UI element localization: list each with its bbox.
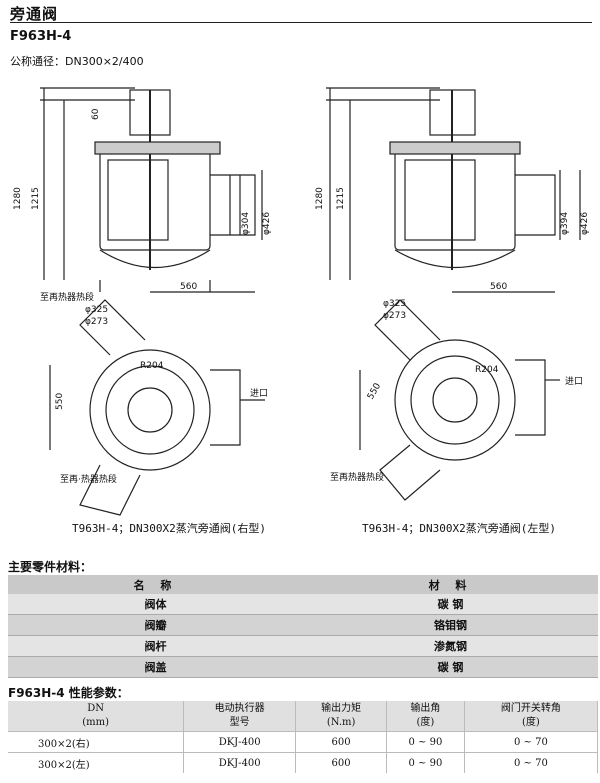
part-name: 阀杆 — [8, 635, 303, 657]
left-label-to-reheater-2: 至再·热器热段 — [60, 473, 117, 485]
left-label-to-reheater-1: 至再热器热段 — [40, 291, 94, 303]
part-name: 阀体 — [8, 594, 303, 615]
left-dim-1215: 1215 — [31, 187, 41, 210]
left-dim-550: 550 — [55, 393, 65, 410]
left-dim-60: 60 — [91, 108, 101, 120]
perf-cell: 0 ~ 90 — [386, 752, 465, 773]
table-row: 阀瓣 铬钼钢 — [8, 614, 598, 636]
perf-cell: 0 ~ 70 — [464, 731, 599, 753]
right-label-to-reheater: 至再热器热段 — [330, 471, 384, 483]
perf-col-valve-angle: 阀门开关转角(度) — [464, 701, 599, 732]
perf-cell: 600 — [295, 731, 388, 753]
table-row: 300×2(右) DKJ-400 600 0 ~ 90 0 ~ 70 — [8, 731, 599, 753]
perf-col-output-angle: 输出角(度) — [386, 701, 465, 732]
perf-cell: 300×2(左) — [8, 752, 185, 773]
left-label-r204: R204 — [140, 361, 164, 371]
right-dim-1215: 1215 — [336, 187, 346, 210]
left-dim-426: φ426 — [262, 212, 272, 235]
left-dim-560: 560 — [180, 282, 197, 292]
left-label-phi273: φ273 — [85, 317, 108, 327]
left-dim-1280: 1280 — [13, 187, 23, 210]
perf-cell: DKJ-400 — [183, 752, 297, 773]
right-plan-view — [359, 299, 560, 501]
performance-table: DN(mm) 电动执行器型号 输出力矩(N.m) 输出角(度) 阀门开关转角(度… — [8, 701, 599, 773]
performance-heading: F963H-4 性能参数： — [8, 686, 129, 700]
left-label-inlet: 进口 — [250, 388, 268, 399]
right-dim-560: 560 — [490, 282, 507, 292]
perf-cell: 300×2(右) — [8, 731, 185, 753]
part-name: 阀瓣 — [8, 614, 303, 636]
perf-cell: DKJ-400 — [183, 731, 297, 753]
part-material: 碳 钢 — [303, 656, 598, 678]
table-row: 阀体 碳 钢 — [8, 594, 598, 615]
caption-right: T963H-4；DN300X2蒸汽旁通阀(左型) — [362, 522, 556, 535]
part-name: 阀盖 — [8, 656, 303, 678]
perf-col-torque: 输出力矩(N.m) — [295, 701, 388, 732]
table-row: 300×2(左) DKJ-400 600 0 ~ 90 0 ~ 70 — [8, 752, 599, 773]
materials-col-material: 材 料 — [303, 575, 598, 594]
perf-cell: 600 — [295, 752, 388, 773]
left-dim-304: φ304 — [241, 212, 251, 235]
right-label-r204: R204 — [475, 365, 499, 375]
right-elevation-view — [326, 87, 581, 293]
left-plan-view — [49, 299, 265, 516]
part-material: 渗氮钢 — [303, 635, 598, 657]
perf-cell: 0 ~ 90 — [386, 731, 465, 753]
nominal-size: 公称通径：DN300×2/400 — [10, 55, 144, 68]
table-row: 阀盖 碳 钢 — [8, 656, 598, 678]
perf-cell: 0 ~ 70 — [464, 752, 599, 773]
left-elevation-view — [40, 87, 263, 293]
page-title: 旁通阀 — [10, 5, 59, 23]
right-dim-1280: 1280 — [315, 187, 325, 210]
right-dim-550: 550 — [366, 381, 383, 401]
valve-drawing: 1280 1215 60 560 φ304 φ426 至再热器热段 φ325 φ… — [13, 87, 590, 516]
right-label-phi273: φ273 — [383, 311, 406, 321]
materials-heading: 主要零件材料： — [8, 560, 93, 574]
title-rule — [10, 22, 592, 23]
perf-col-actuator: 电动执行器型号 — [183, 701, 297, 732]
caption-left: T963H-4；DN300X2蒸汽旁通阀(右型) — [72, 522, 266, 535]
materials-col-name: 名 称 — [8, 575, 303, 594]
right-label-phi325: φ325 — [383, 299, 406, 309]
right-dim-394: φ394 — [560, 212, 570, 235]
materials-table: 名 称 材 料 阀体 碳 钢 阀瓣 铬钼钢 阀杆 渗氮钢 阀盖 碳 钢 — [8, 575, 598, 678]
part-material: 铬钼钢 — [303, 614, 598, 636]
left-label-phi325: φ325 — [85, 305, 108, 315]
part-material: 碳 钢 — [303, 594, 598, 615]
perf-col-dn: DN(mm) — [8, 701, 185, 732]
right-dim-426: φ426 — [580, 212, 590, 235]
table-row: 阀杆 渗氮钢 — [8, 635, 598, 657]
right-label-inlet: 进口 — [565, 376, 583, 387]
model-number: F963H-4 — [10, 29, 72, 44]
